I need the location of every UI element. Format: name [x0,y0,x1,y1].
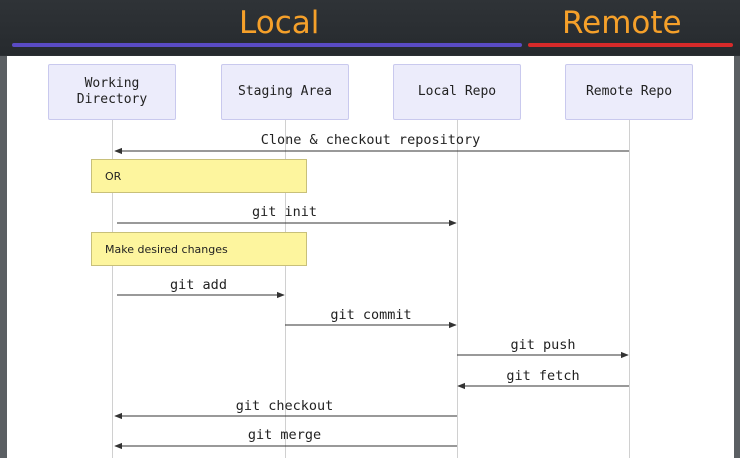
message-label-git-push: git push [510,337,576,353]
header-banner: Local Remote [0,0,740,55]
message-arrows [114,147,629,450]
remote-region-title: Remote [562,5,682,41]
lifeline-staging-area [285,120,286,458]
lifeline-working-directory [112,120,113,458]
message-label-git-commit: git commit [330,307,412,323]
participant-working-directory: Working Directory [48,64,176,120]
lifeline-remote-repo [629,120,630,458]
message-label-git-checkout: git checkout [235,398,334,414]
note-changes-text: Make desired changes [105,242,228,256]
lifeline-local-repo [457,120,458,458]
local-region-title: Local [239,5,320,41]
message-label-git-fetch: git fetch [506,368,580,384]
message-label-git-init: git init [251,204,318,220]
canvas-margin-left [0,56,7,458]
note-or-text: OR [105,169,122,183]
sequence-diagram: Working Directory Staging Area Local Rep… [7,56,734,458]
canvas-margin-right [734,56,740,458]
remote-region-bar [528,43,733,47]
note-or: OR [91,159,307,193]
message-label-clone-checkout: Clone & checkout repository [260,132,481,148]
local-region-bar [12,43,522,47]
message-label-git-add: git add [170,277,227,293]
note-make-desired-changes: Make desired changes [91,232,307,266]
participant-local-repo: Local Repo [393,64,521,120]
participant-staging-area: Staging Area [221,64,349,120]
message-label-git-merge: git merge [247,427,322,443]
participant-remote-repo: Remote Repo [565,64,693,120]
